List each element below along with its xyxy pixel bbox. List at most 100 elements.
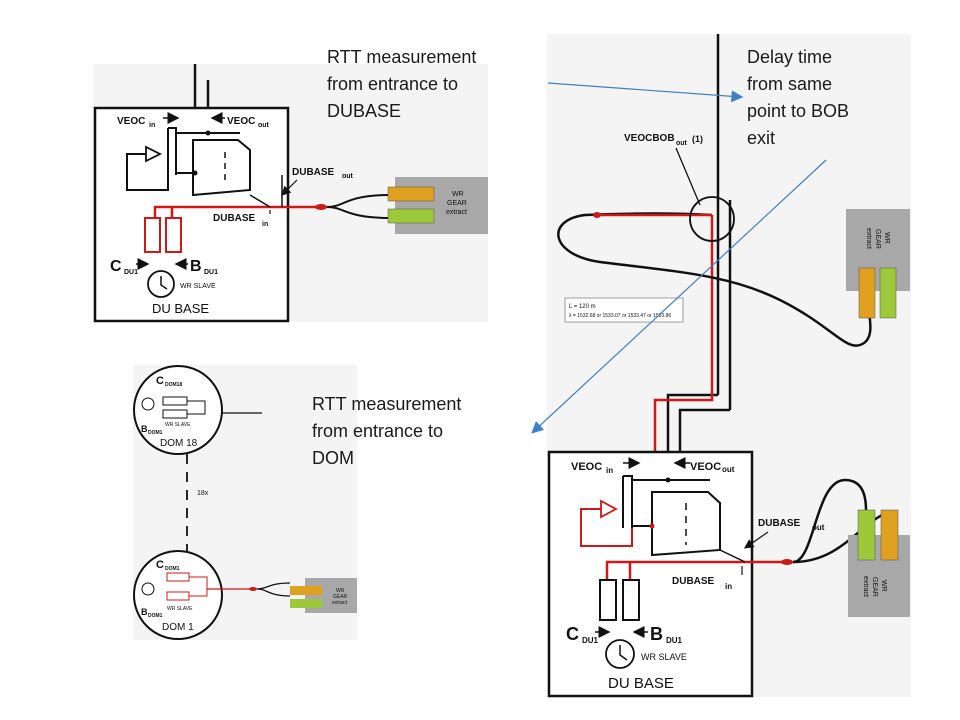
dubase-out-label-large: DUBASE (758, 518, 801, 529)
veoc-in-label-large: VEOC (571, 461, 602, 473)
dom18-clock-icon (141, 397, 155, 411)
wr-gear-bottom-1: WR (880, 580, 887, 592)
du-base-small-figure: VEOC in VEOC out WR GEAR extract DUBASE (93, 64, 488, 323)
fiber-length: L = 120 m (569, 304, 596, 310)
arrow-to-dom-note (531, 159, 827, 434)
veoc-out-label: VEOC (227, 116, 255, 127)
connector-large (781, 559, 793, 565)
dubase-out-sub-large: out (812, 523, 825, 532)
b-du1-label: B (190, 258, 202, 275)
dubase-out-sub: out (342, 173, 354, 180)
arrow-to-delay-note (547, 82, 744, 103)
c-du1-label-large: C (566, 624, 579, 644)
fiber-spec-box (564, 297, 684, 323)
dubase-out-label: DUBASE (292, 167, 335, 178)
connector-orange-dom (290, 586, 322, 595)
bob-figure: VEOCBOB out (1) L = 120 m λ = 1532.68 or… (547, 34, 911, 698)
veoc-in-sub-large: in (606, 466, 613, 475)
du-base-large-box (547, 450, 754, 698)
wr-gear-small (395, 177, 488, 234)
note-rtt-dubase-line1: RTT measurement (327, 47, 476, 67)
bob-exit-circle (689, 196, 735, 242)
c-du1-sub: DU1 (124, 269, 138, 276)
note-rtt-dubase-line2: from entrance to (327, 74, 458, 94)
fiber-wavelength: λ = 1532.68 or 1533.07 or 1533.47 or 153… (569, 313, 671, 319)
dubase-in-sub-large: in (725, 582, 732, 591)
wr-gear-dom-3: extract (332, 600, 348, 606)
b-dom1-sub: DOM1 (148, 613, 163, 619)
connector-green-dom (290, 599, 322, 608)
dom18-title: DOM 18 (160, 438, 198, 449)
veoc-in-sub: in (149, 122, 155, 129)
b-dom18-sub: DOM1 (148, 430, 163, 436)
switch-port (167, 127, 177, 175)
wr-gear-bottom-3: extract (862, 576, 869, 597)
connector-orange (387, 186, 435, 202)
du-base-small-title: DU BASE (152, 301, 209, 316)
veocbob-label: VEOCBOB (624, 133, 675, 144)
svg-text:VEOC: VEOC (117, 116, 145, 127)
dubase-in-sub: in (262, 221, 268, 228)
dom1-title: DOM 1 (162, 622, 194, 633)
switch-block (192, 139, 251, 197)
resistor-b (165, 217, 182, 253)
connector-small (315, 204, 327, 210)
resistor-b-large (622, 579, 640, 621)
note-rtt-dom-line1: RTT measurement (312, 394, 461, 414)
c-du1-sub-large: DU1 (582, 636, 599, 645)
note-rtt-dom-line3: DOM (312, 448, 354, 468)
c-dom1-label: C (156, 559, 164, 571)
c-du1-label: C (110, 258, 122, 275)
dubase-in-label-large: DUBASE (672, 576, 715, 587)
b-du1-label-large: B (650, 624, 663, 644)
switch-block-large (651, 491, 721, 557)
veoc-in-label: VEOC (117, 116, 145, 127)
dom-chain-figure: C DOM18 B DOM1 WR SLAVE DOM 18 18x C DOM… (133, 365, 357, 640)
resistor-c (144, 217, 161, 253)
dubase-in-label: DUBASE (213, 213, 256, 224)
wr-slave-18: WR SLAVE (165, 422, 191, 428)
du-base-large-title: DU BASE (608, 675, 674, 692)
wr-slave-1: WR SLAVE (167, 606, 193, 612)
wr-gear-small-3: extract (446, 209, 467, 216)
connector-green (387, 208, 435, 224)
note-rtt-dubase-line3: DUBASE (327, 101, 401, 121)
note-delay-bob: Delay time from same point to BOB exit (747, 47, 849, 148)
wr-slave-label: WR SLAVE (180, 283, 216, 290)
wr-gear-top (846, 209, 910, 291)
connector-green-bottom (857, 509, 876, 561)
wr-gear-top-3: extract (865, 228, 872, 249)
connector-green-top (879, 267, 897, 319)
c-dom18-label: C (156, 375, 164, 387)
wr-gear-bottom-2: GEAR (871, 577, 878, 597)
c-dom18-sub: DOM18 (165, 382, 182, 388)
wr-gear-top-1: WR (883, 232, 890, 244)
wr-gear-dom-2: GEAR (333, 594, 348, 600)
b-du1-sub: DU1 (204, 269, 218, 276)
wr-gear-small-2: GEAR (447, 200, 467, 207)
note-rtt-dom: RTT measurement from entrance to DOM (312, 394, 461, 468)
b-dom1-label: B (141, 607, 148, 617)
veoc-out-sub: out (258, 122, 270, 129)
cable-split-small (326, 194, 391, 219)
wr-gear-dom-1: WR (336, 588, 345, 594)
resistor-c-large (599, 579, 617, 621)
veoc-out-sub-large: out (722, 465, 735, 474)
wr-gear-top-2: GEAR (874, 229, 881, 249)
note-delay-bob-line4: exit (747, 128, 775, 148)
veocbob-sub: out (676, 140, 688, 147)
connector-orange-bottom (880, 509, 899, 561)
note-delay-bob-line3: point to BOB (747, 101, 849, 121)
dom1-clock-icon (141, 582, 155, 596)
wr-gear-bottom (848, 535, 910, 617)
c-dom1-sub: DOM1 (165, 566, 180, 572)
du-base-small-box (93, 106, 290, 323)
note-delay-bob-line1: Delay time (747, 47, 832, 67)
veocbob-note: (1) (692, 134, 703, 144)
note-rtt-dubase: RTT measurement from entrance to DUBASE (327, 47, 476, 121)
note-delay-bob-line2: from same (747, 74, 832, 94)
note-rtt-dom-line2: from entrance to (312, 421, 443, 441)
b-du1-sub-large: DU1 (666, 636, 683, 645)
wr-slave-label-large: WR SLAVE (641, 652, 687, 662)
